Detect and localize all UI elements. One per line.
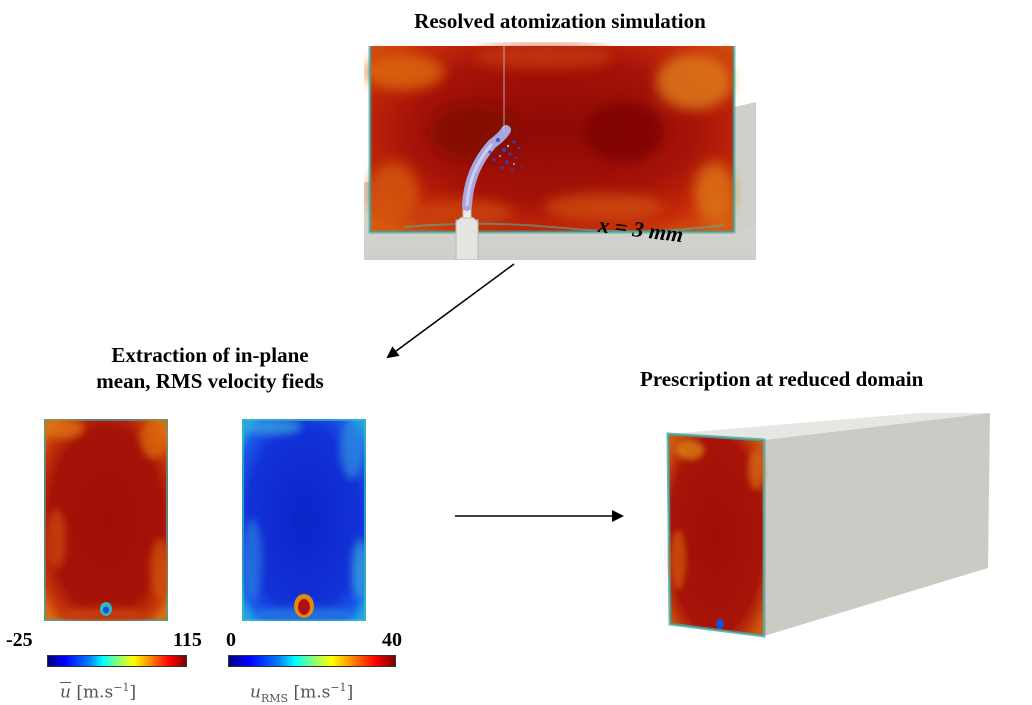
rms-velocity-field xyxy=(242,419,366,621)
mean-label-symbol: u xyxy=(60,682,71,703)
mean-velocity-field xyxy=(44,419,168,621)
mean-label-units: [m.s xyxy=(76,682,114,703)
rms-label-close: ] xyxy=(346,682,354,703)
extraction-title-line1: Extraction of in-plane xyxy=(111,343,309,367)
velocity-plane xyxy=(364,45,736,234)
box-inlet-face xyxy=(666,432,766,638)
mean-label-close: ] xyxy=(129,682,137,703)
rms-colorbar-min: 0 xyxy=(226,629,236,651)
prescription-title: Prescription at reduced domain xyxy=(640,367,924,391)
rms-colorbar-max: 40 xyxy=(382,629,402,651)
rms-label-sub: RMS xyxy=(260,692,289,705)
box-top-face xyxy=(668,413,990,440)
rms-colorbar-label: uRMS [m.s−1] xyxy=(250,681,353,705)
top-title: Resolved atomization simulation xyxy=(414,9,706,33)
rms-label-exp: −1 xyxy=(330,681,347,694)
rms-label-symbol: u xyxy=(250,682,261,703)
arrow-to-extraction xyxy=(386,263,515,359)
resolved-simulation-render xyxy=(364,45,756,260)
mean-colorbar xyxy=(47,655,187,667)
rms-label-units: [m.s xyxy=(293,682,331,703)
extraction-title: Extraction of in-plane mean, RMS velocit… xyxy=(40,342,380,395)
mean-colorbar-label: u [m.s−1] xyxy=(60,681,136,703)
injector-nozzle xyxy=(455,205,479,260)
rms-colorbar xyxy=(228,655,396,667)
liquid-jet xyxy=(462,125,523,211)
mean-colorbar-max: 115 xyxy=(173,629,202,651)
mean-label-exp: −1 xyxy=(113,681,130,694)
mean-colorbar-min: -25 xyxy=(6,629,33,651)
extraction-title-line2: mean, RMS velocity fieds xyxy=(96,369,324,394)
box-side-face xyxy=(764,413,990,636)
side-wall xyxy=(734,102,756,232)
reduced-domain-box xyxy=(666,413,990,638)
